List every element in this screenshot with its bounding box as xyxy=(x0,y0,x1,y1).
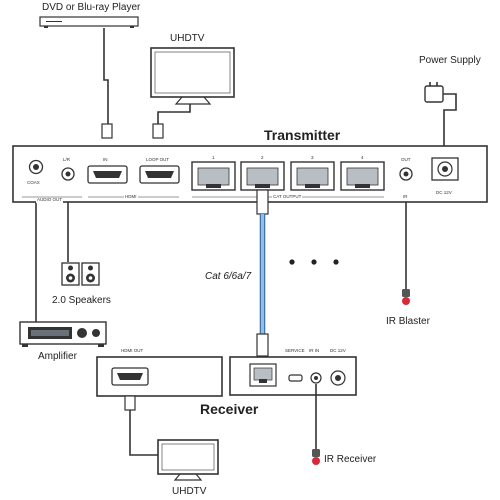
cat-port-4 xyxy=(340,161,385,191)
receiver-ir-in-label: IR IN xyxy=(309,348,320,353)
coax-port-label: COAX xyxy=(27,180,40,185)
hdmi-in-label: IN xyxy=(103,157,108,162)
cat-port-4-label: 4 xyxy=(361,155,364,160)
receiver-label: Receiver xyxy=(200,401,259,417)
tv-bottom-icon xyxy=(157,439,219,481)
cat-port-1 xyxy=(191,161,236,191)
audio-out-label: AUDIO OUT xyxy=(36,197,64,203)
uhdtv-top-label: UHDTV xyxy=(170,33,205,44)
lr-port-label: L/R xyxy=(63,157,71,162)
power-supply-label: Power Supply xyxy=(419,55,481,66)
ellipsis-dot-3 xyxy=(333,259,339,265)
receiver-hdmi-out-label: HDMI OUT xyxy=(121,348,144,353)
dvd-player-icon xyxy=(39,16,139,28)
ir-out-label: OUT xyxy=(401,157,411,162)
speakers-label: 2.0 Speakers xyxy=(52,295,111,306)
cat-port-3-label: 3 xyxy=(311,155,314,160)
amplifier-icon xyxy=(19,321,107,347)
dc-label: DC 12V xyxy=(436,190,452,195)
cable-label: Cat 6/6a/7 xyxy=(205,271,252,282)
ir-blaster-icon xyxy=(402,289,410,305)
cat-port-2 xyxy=(240,161,285,191)
ellipsis-dot-2 xyxy=(311,259,317,265)
receiver-dc-label: DC 12V xyxy=(330,348,346,353)
ellipsis-dot-1 xyxy=(289,259,295,265)
hdmi-group-label: HDMI xyxy=(124,194,138,200)
receiver-service-label: SERVICE xyxy=(285,348,305,353)
cat-output-label: CAT OUTPUT xyxy=(272,194,303,200)
power-supply-icon xyxy=(424,82,457,152)
speakers-icon xyxy=(61,262,100,286)
cat-cable xyxy=(256,189,269,357)
transmitter-label: Transmitter xyxy=(264,127,341,143)
cat-port-3 xyxy=(290,161,335,191)
amplifier-label: Amplifier xyxy=(38,351,77,362)
ir-receiver-label: IR Receiver xyxy=(324,454,377,465)
cat-port-2-label: 2 xyxy=(261,155,264,160)
ir-blaster-label: IR Blaster xyxy=(386,316,430,327)
receiver-rj45-port xyxy=(249,363,277,387)
ir-receiver-icon xyxy=(312,449,320,465)
ir-group-label: IR xyxy=(403,194,408,199)
loop-out-label: LOOP OUT xyxy=(146,157,170,162)
dvd-label: DVD or Blu-ray Player xyxy=(42,2,141,13)
tv-top-icon xyxy=(150,47,235,105)
uhdtv-bottom-label: UHDTV xyxy=(172,486,207,497)
cat-port-1-label: 1 xyxy=(212,155,215,160)
hdmi-cable-dvd xyxy=(103,28,109,138)
